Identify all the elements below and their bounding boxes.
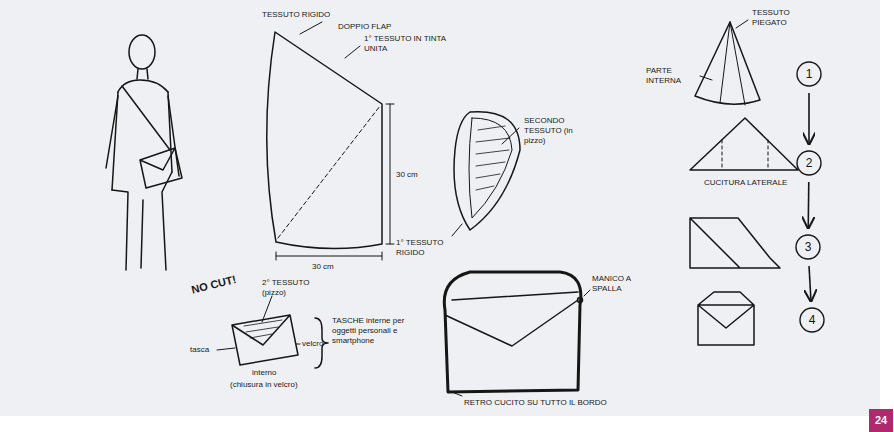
annotation-label: RETRO CUCITO SU TUTTO IL BORDO bbox=[464, 398, 624, 408]
sketch-stroke bbox=[690, 118, 798, 170]
paper-panel bbox=[0, 0, 880, 416]
sketch-stroke bbox=[690, 218, 780, 268]
step-number: 4 bbox=[799, 307, 825, 333]
sketch-stroke bbox=[698, 292, 754, 345]
flow-arrow bbox=[809, 266, 811, 301]
step-label: 3 bbox=[795, 240, 821, 254]
dimension-label: 30 cm bbox=[396, 170, 436, 180]
sketch-stroke bbox=[469, 118, 512, 218]
annotation-label: DOPPIO FLAP bbox=[338, 22, 418, 32]
flow-arrow bbox=[808, 93, 810, 144]
sketch-stroke bbox=[700, 20, 748, 80]
sketch-stroke bbox=[720, 22, 745, 105]
sketch-lines bbox=[106, 20, 798, 396]
sketch-stroke bbox=[445, 292, 578, 346]
annotation-label: TESSUTO RIGIDO bbox=[262, 10, 332, 20]
folding-steps bbox=[690, 20, 798, 345]
sketch-stroke bbox=[476, 126, 510, 190]
sketch-stroke bbox=[444, 272, 581, 392]
annotation-label: 2° TESSUTO (pizzo) bbox=[262, 278, 322, 298]
sketch-stroke bbox=[452, 290, 590, 396]
sketch-stroke bbox=[276, 252, 382, 260]
sketch-stroke bbox=[267, 32, 382, 249]
sketch-stroke bbox=[454, 112, 520, 230]
annotation-label: 1° TESSUTO RIGIDO bbox=[396, 238, 452, 258]
page-label: 24 bbox=[869, 414, 893, 426]
annotation-label: (chiusura in velcro) bbox=[230, 380, 330, 390]
pattern-piece bbox=[267, 22, 394, 260]
envelope-sketch bbox=[217, 296, 328, 368]
annotation-label: interno bbox=[252, 368, 292, 378]
annotation-label: tasca bbox=[190, 345, 220, 355]
step-label: 4 bbox=[799, 313, 825, 327]
sketch-stroke bbox=[695, 22, 760, 104]
circle-stroke bbox=[796, 235, 820, 259]
sketch-stroke bbox=[452, 128, 519, 236]
sketch-stroke bbox=[122, 86, 170, 150]
bag-sketch bbox=[444, 272, 590, 396]
annotation-label: TASCHE interne per oggetti personali e s… bbox=[332, 316, 410, 346]
circle-stroke bbox=[800, 308, 824, 332]
sketch-stroke bbox=[137, 69, 148, 79]
step-number: 1 bbox=[796, 61, 822, 87]
sketch-stroke bbox=[140, 148, 182, 188]
annotation-label: TESSUTO PIEGATO bbox=[752, 8, 812, 28]
circle-stroke bbox=[797, 151, 821, 175]
step-number: 2 bbox=[796, 150, 822, 176]
annotation-label: CUCITURA LATERALE bbox=[704, 178, 794, 188]
sketch-stroke bbox=[244, 320, 282, 338]
annotation-label: MANICO A SPALLA bbox=[592, 274, 636, 294]
flow-arrow bbox=[807, 182, 809, 228]
step-number: 3 bbox=[795, 234, 821, 260]
annotation-label: PARTE INTERNA bbox=[646, 66, 696, 86]
annotation-label: velcro bbox=[302, 339, 332, 349]
annotation-label: SECONDO TESSUTO (in pizzo) bbox=[524, 116, 586, 146]
step-label: 1 bbox=[796, 67, 822, 81]
sketch-stroke bbox=[578, 298, 583, 303]
person-figure bbox=[106, 35, 182, 270]
annotation-label: 1° TESSUTO IN TINTA UNITA bbox=[364, 34, 464, 54]
sketch-stroke bbox=[278, 106, 380, 238]
sketch-stroke bbox=[106, 96, 179, 176]
step-label: 2 bbox=[796, 156, 822, 170]
page-number: 24 bbox=[869, 409, 893, 432]
sketch-stroke bbox=[232, 315, 298, 365]
sketch-stroke bbox=[217, 296, 300, 350]
sketch-stroke bbox=[386, 104, 394, 244]
dimension-label: 30 cm bbox=[312, 262, 352, 272]
circle-stroke bbox=[797, 62, 821, 86]
sketch-stroke bbox=[112, 172, 172, 270]
sketch-stroke bbox=[722, 140, 768, 170]
sketch-stroke bbox=[129, 35, 155, 69]
rolled-piece bbox=[452, 112, 520, 236]
